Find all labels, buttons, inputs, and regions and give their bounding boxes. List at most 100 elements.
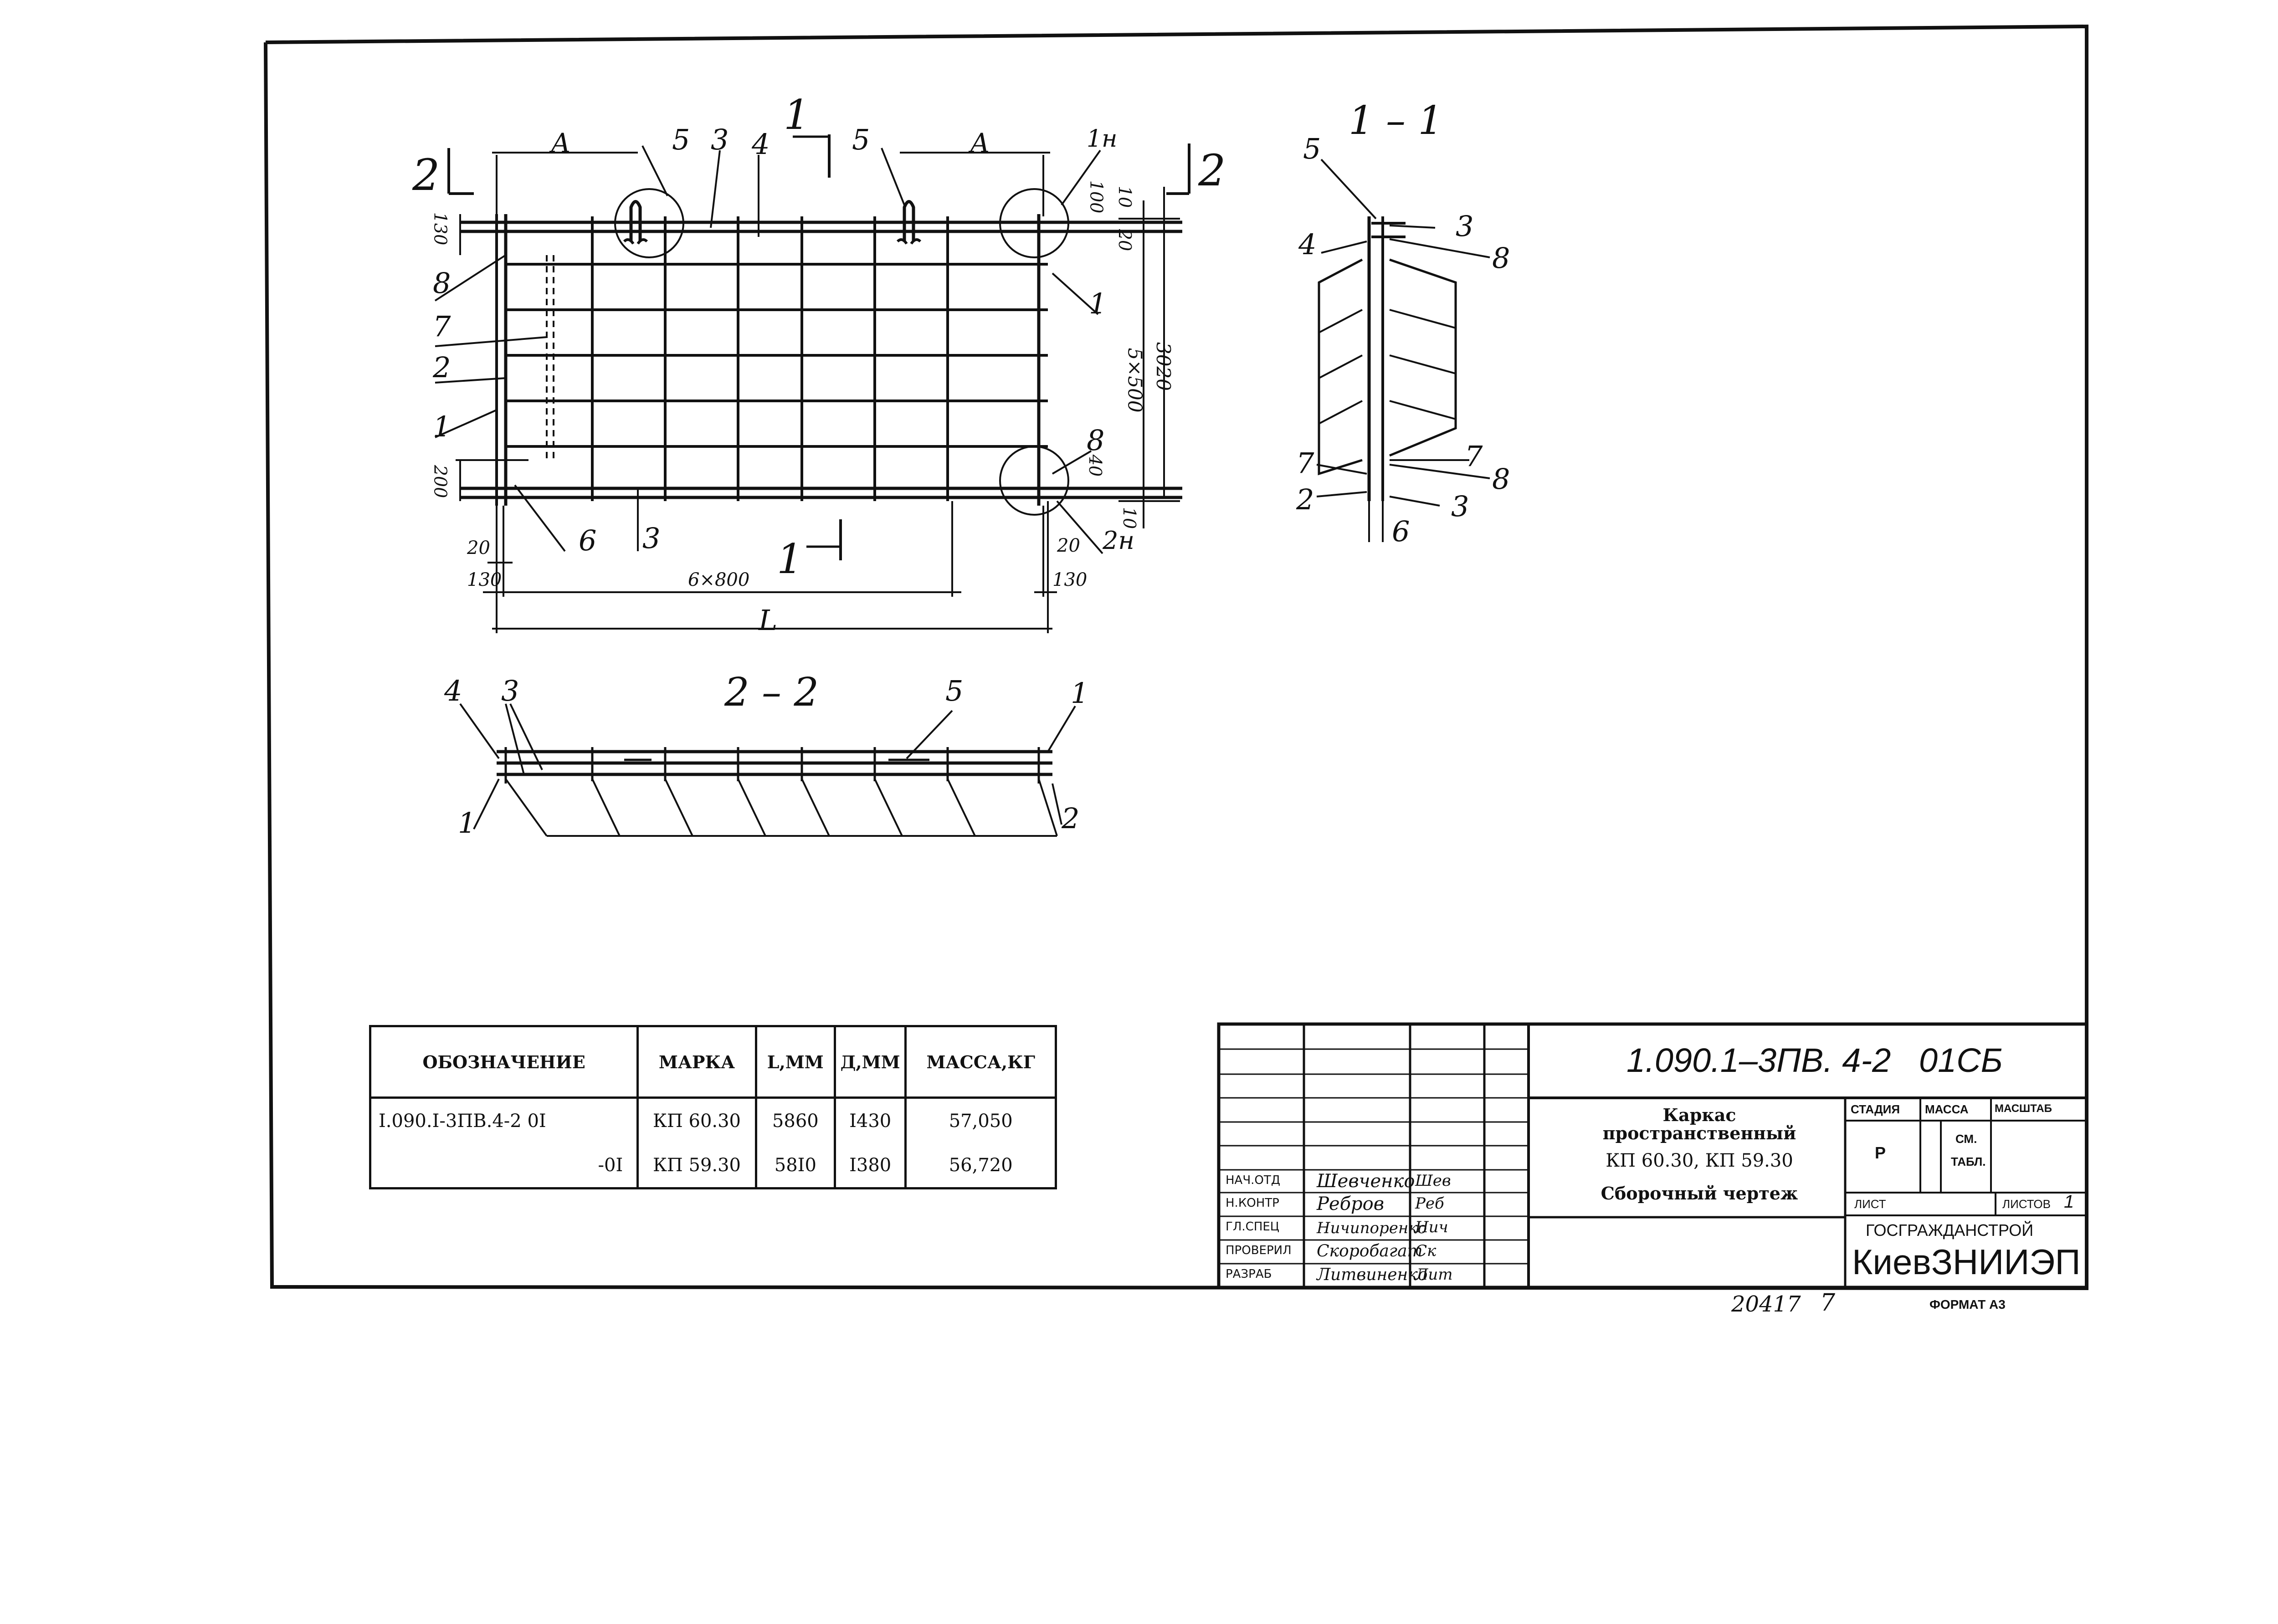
dim-40: 40 bbox=[1085, 454, 1106, 477]
signature-row-norm-control: Н.КОНТР Ребров Реб bbox=[1221, 1193, 1535, 1217]
s22-callout-4: 4 bbox=[444, 674, 462, 707]
signature-role: ГЛ.СПЕЦ bbox=[1226, 1220, 1279, 1234]
section-2-2-title: 2 – 2 bbox=[724, 670, 819, 715]
section-1-1-view bbox=[1316, 159, 1490, 542]
stage-label: СТАДИЯ bbox=[1851, 1102, 1900, 1116]
s11-callout-2: 2 bbox=[1296, 483, 1314, 516]
spec-header-length: L,ММ bbox=[754, 1025, 836, 1099]
callout-7: 7 bbox=[433, 310, 451, 343]
signature-row-developed: РАЗРАБ Литвиненко Лит bbox=[1221, 1264, 1535, 1288]
spec-cell: 58I0 bbox=[754, 1143, 836, 1189]
signature-role: ПРОВЕРИЛ bbox=[1226, 1244, 1292, 1257]
mass-value-line-1: СМ. bbox=[1955, 1132, 1977, 1146]
spec-header-designation: ОБОЗНАЧЕНИЕ bbox=[369, 1025, 639, 1099]
title-line-4: Сборочный чертеж bbox=[1601, 1183, 1798, 1204]
spec-header-mark: МАРКА bbox=[636, 1025, 757, 1099]
dim-130-bottom-left: 130 bbox=[467, 569, 502, 590]
format-label: ФОРМАТ А3 bbox=[1929, 1297, 2006, 1311]
spec-header-row: ОБОЗНАЧЕНИЕ МАРКА L,ММ Д,ММ МАССА,КГ bbox=[369, 1025, 1057, 1099]
signature-row-head-dept: НАЧ.ОТД Шевченко Шев bbox=[1221, 1170, 1535, 1194]
signature-name: Литвиненко bbox=[1317, 1265, 1428, 1284]
dim-5x500: 5×500 bbox=[1124, 348, 1146, 413]
callout-6: 6 bbox=[579, 524, 597, 557]
spec-table: ОБОЗНАЧЕНИЕ МАРКА L,ММ Д,ММ МАССА,КГ I.0… bbox=[369, 1025, 1057, 1189]
section-2-2-view bbox=[459, 703, 1076, 837]
spec-cell: 57,050 bbox=[904, 1096, 1057, 1143]
signature-mark: Реб bbox=[1415, 1194, 1444, 1213]
dim-200: 200 bbox=[430, 465, 451, 498]
section-mark-1-bottom: 1 bbox=[777, 535, 803, 583]
s11-callout-3: 3 bbox=[1456, 210, 1474, 243]
s22-callout-1-top: 1 bbox=[1071, 676, 1089, 710]
dim-a-left: A bbox=[551, 128, 570, 159]
s11-callout-6: 6 bbox=[1392, 515, 1410, 548]
organization-ministry: ГОСГРАЖДАНСТРОЙ bbox=[1866, 1221, 2034, 1240]
document-code: 1.090.1–3ПВ. 4-2 01СБ bbox=[1626, 1041, 2003, 1079]
signature-name: Ничипоренко bbox=[1317, 1219, 1427, 1237]
callout-1n: 1н bbox=[1087, 125, 1118, 153]
signature-mark: Ск bbox=[1415, 1242, 1437, 1260]
spec-cell: I380 bbox=[833, 1143, 907, 1189]
dim-130-top: 130 bbox=[430, 212, 451, 246]
signature-row-chief-specialist: ГЛ.СПЕЦ Ничипоренко Нич bbox=[1221, 1216, 1535, 1241]
callout-2n: 2н bbox=[1103, 526, 1134, 555]
signature-role: НАЧ.ОТД bbox=[1226, 1173, 1281, 1187]
callout-1-right: 1 bbox=[1089, 287, 1107, 320]
sheets-value: 1 bbox=[2064, 1192, 2074, 1212]
dim-a-right: A bbox=[970, 128, 990, 159]
signature-name: Шевченко bbox=[1317, 1171, 1415, 1192]
dim-130-bottom-right: 130 bbox=[1052, 569, 1088, 590]
callout-8-right: 8 bbox=[1087, 424, 1105, 457]
s22-callout-1-bottom: 1 bbox=[458, 806, 476, 840]
signature-mark: Лит bbox=[1415, 1265, 1453, 1284]
section-mark-2-left: 2 bbox=[412, 150, 440, 200]
title-line-1: Каркас bbox=[1662, 1105, 1736, 1125]
s11-callout-3-bottom: 3 bbox=[1451, 490, 1469, 523]
callout-5-left: 5 bbox=[672, 123, 690, 156]
dim-6x800: 6×800 bbox=[688, 569, 750, 590]
sheet-number: 7 bbox=[1820, 1289, 1836, 1317]
dim-20-bottom-left: 20 bbox=[467, 538, 490, 558]
signature-row-checked: ПРОВЕРИЛ Скоробагат Ск bbox=[1221, 1240, 1535, 1265]
spec-cell: I430 bbox=[833, 1096, 907, 1143]
signature-name: Скоробагат bbox=[1317, 1242, 1423, 1260]
signature-role: Н.КОНТР bbox=[1226, 1196, 1279, 1210]
spec-cell: КП 59.30 bbox=[636, 1143, 757, 1189]
section-mark-1-top: 1 bbox=[784, 91, 810, 139]
spec-cell: 56,720 bbox=[904, 1143, 1057, 1189]
dim-3020: 3020 bbox=[1152, 342, 1175, 391]
s22-callout-3: 3 bbox=[501, 674, 519, 707]
title-line-3: КП 60.30, КП 59.30 bbox=[1606, 1150, 1793, 1171]
inventory-number: 20417 bbox=[1731, 1291, 1801, 1317]
dim-100: 100 bbox=[1086, 180, 1107, 214]
title-block-grid bbox=[1217, 1022, 2088, 1289]
spec-header-d: Д,ММ bbox=[833, 1025, 907, 1099]
signature-mark: Шев bbox=[1415, 1172, 1451, 1190]
spec-cell: -0I bbox=[369, 1143, 639, 1189]
dim-10-bottom: 10 bbox=[1119, 507, 1140, 529]
sheet-label: ЛИСТ bbox=[1854, 1197, 1886, 1211]
s11-callout-7-right: 7 bbox=[1465, 440, 1483, 473]
signature-name: Ребров bbox=[1317, 1194, 1384, 1214]
section-mark-2-right: 2 bbox=[1198, 146, 1226, 196]
table-row: I.090.I-3ПВ.4-2 0I КП 60.30 5860 I430 57… bbox=[369, 1096, 1057, 1143]
s11-callout-7-left: 7 bbox=[1296, 446, 1314, 480]
s22-callout-2: 2 bbox=[1062, 802, 1080, 835]
mass-value-line-2: ТАБЛ. bbox=[1951, 1155, 1986, 1168]
s11-callout-5: 5 bbox=[1303, 132, 1321, 165]
s11-callout-8: 8 bbox=[1492, 241, 1510, 275]
callout-4-top: 4 bbox=[752, 128, 770, 161]
plan-view bbox=[434, 134, 1190, 633]
signature-mark: Нич bbox=[1415, 1218, 1448, 1236]
callout-1-left: 1 bbox=[433, 410, 451, 443]
dim-10-top: 10 bbox=[1115, 185, 1135, 208]
s11-callout-8-bottom: 8 bbox=[1492, 462, 1510, 496]
spec-cell: КП 60.30 bbox=[636, 1096, 757, 1143]
mass-label: МАССА bbox=[1925, 1102, 1969, 1116]
spec-header-mass: МАССА,КГ bbox=[904, 1025, 1057, 1099]
s11-callout-4: 4 bbox=[1298, 228, 1317, 261]
organization-institute: КиевЗНИИЭП bbox=[1852, 1242, 2081, 1282]
callout-2: 2 bbox=[433, 351, 451, 384]
dim-20-bottom-right: 20 bbox=[1057, 535, 1080, 556]
spec-cell: 5860 bbox=[754, 1096, 836, 1143]
